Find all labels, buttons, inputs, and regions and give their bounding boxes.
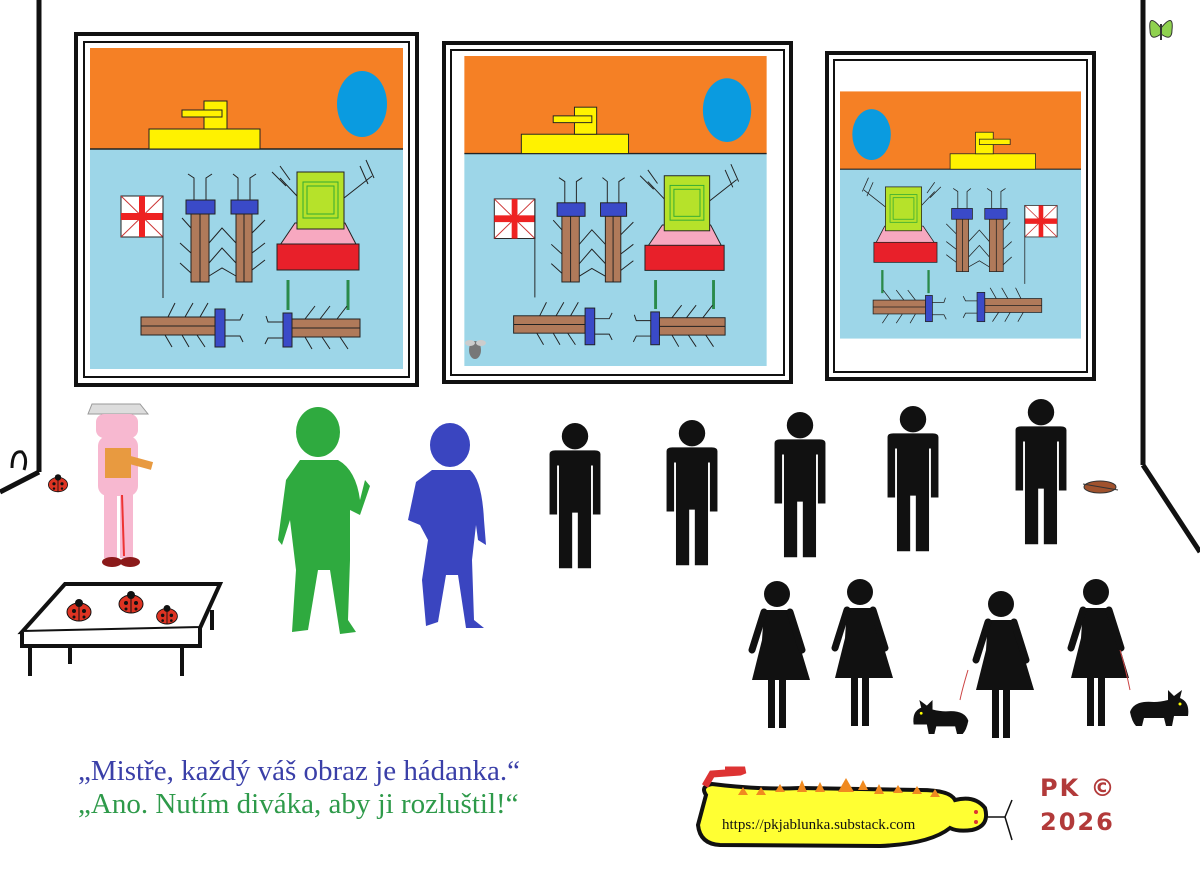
black-cat (913, 700, 969, 734)
black-cat (1130, 690, 1189, 726)
man-silhouette (549, 423, 601, 569)
butterfly-icon (1149, 20, 1173, 40)
worm-banner (695, 766, 1013, 849)
signature-initials: PK © (1040, 774, 1117, 802)
man-silhouette (774, 412, 826, 558)
wall-hook (10, 450, 28, 471)
man-silhouette (666, 420, 718, 566)
man-silhouette (1015, 399, 1067, 545)
table (17, 582, 224, 676)
woman-silhouette (835, 579, 893, 726)
pink-general-figure (87, 403, 154, 567)
beetle-icon (47, 473, 69, 493)
worm-url-text: https://pkjablunka.substack.com (722, 817, 916, 833)
man-silhouette (887, 406, 939, 552)
signature-year: 2026 (1040, 808, 1115, 836)
leash (959, 669, 969, 701)
blue-alien (408, 423, 486, 628)
painting-1 (74, 32, 419, 387)
fly-icon (465, 340, 486, 359)
painting-2 (442, 41, 793, 384)
cockroach-icon (1082, 480, 1119, 494)
leash (1119, 649, 1131, 691)
caption-line-answer: „Ano. Nutím diváka, aby ji rozluštil!“ (78, 788, 519, 820)
caption-line-question: „Mistře, každý váš obraz je hádanka.“ (78, 755, 521, 787)
woman-silhouette (752, 581, 810, 728)
painting-3 (825, 51, 1096, 381)
green-alien (278, 407, 370, 634)
room-lines (0, 0, 1200, 554)
woman-silhouette (976, 591, 1034, 738)
